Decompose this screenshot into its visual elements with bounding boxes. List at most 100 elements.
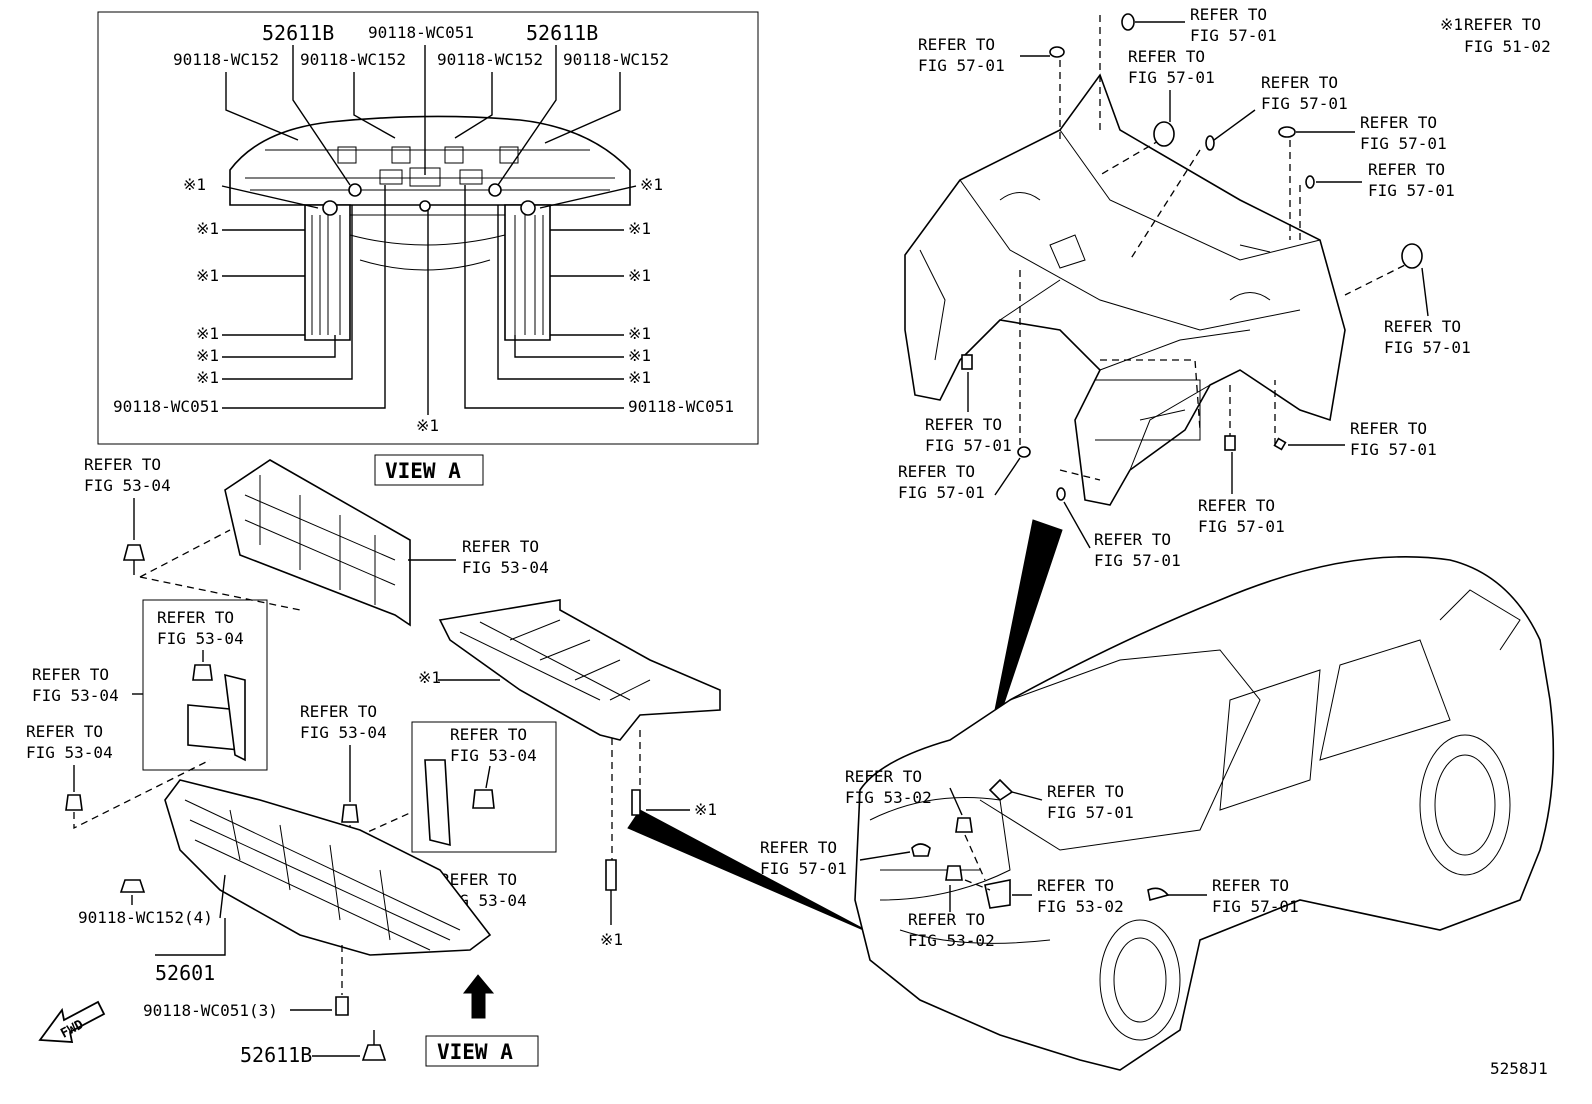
inset-label-52611b-right: 52611B <box>526 21 598 45</box>
svg-text:REFER TO: REFER TO <box>918 35 995 54</box>
bracket-inset-left <box>142 599 268 771</box>
svg-text:FIG 53-04: FIG 53-04 <box>84 476 171 495</box>
view-a-bottom-label: VIEW A <box>437 1040 513 1064</box>
svg-text:REFER TO: REFER TO <box>925 415 1002 434</box>
inset-mark-right-2: ※1 <box>628 219 651 238</box>
frame-outline <box>904 73 1346 506</box>
inset-label-wc051-right: 90118-WC051 <box>628 397 734 416</box>
inset-label-wc152-4: 90118-WC152 <box>563 50 669 69</box>
label-wc051-qty: 90118-WC051(3) <box>143 1001 278 1020</box>
svg-text:FIG 53-02: FIG 53-02 <box>1037 897 1124 916</box>
inset-mark-right-6: ※1 <box>628 368 651 387</box>
header-note-line1: REFER TO <box>1464 15 1541 34</box>
front-cover-52601 <box>164 779 492 956</box>
svg-text:REFER TO: REFER TO <box>26 722 103 741</box>
svg-text:REFER TO: REFER TO <box>32 665 109 684</box>
view-a-title-box <box>374 454 484 486</box>
radiator-seal-part <box>224 459 411 627</box>
svg-text:REFER TO: REFER TO <box>1350 419 1427 438</box>
inset-label-wc152-2: 90118-WC152 <box>300 50 406 69</box>
refer-label-8: REFER TO FIG 57-01 <box>1350 419 1437 459</box>
pointer-wedge-cover <box>627 809 876 936</box>
svg-text:FIG 53-02: FIG 53-02 <box>845 788 932 807</box>
inset-mark-left-3: ※1 <box>196 266 219 285</box>
inset-mark-left-5: ※1 <box>196 346 219 365</box>
svg-text:FIG 57-01: FIG 57-01 <box>925 436 1012 455</box>
radiator-seal <box>224 459 411 627</box>
vehicle-body <box>854 556 1555 1071</box>
inset-frame <box>97 11 759 445</box>
svg-text:FIG 57-01: FIG 57-01 <box>1094 551 1181 570</box>
label-52601: 52601 <box>155 961 215 985</box>
svg-text:FIG 57-01: FIG 57-01 <box>760 859 847 878</box>
view-a-bottom-box <box>425 1035 539 1067</box>
label-52611b-bottom: 52611B <box>240 1043 312 1067</box>
inset-mark-bottom: ※1 <box>416 416 439 435</box>
refer-label-6: REFER TO FIG 57-01 <box>1368 160 1455 200</box>
svg-text:REFER TO: REFER TO <box>1128 47 1205 66</box>
svg-text:REFER TO: REFER TO <box>1261 73 1338 92</box>
mark-bolt: ※1 <box>694 800 717 819</box>
mark-bolt-low: ※1 <box>600 930 623 949</box>
inset-mark-right-4: ※1 <box>628 324 651 343</box>
view-a-inset: 52611B 90118-WC051 52611B 90118-WC152 90… <box>97 11 759 445</box>
mark-undercover: ※1 <box>418 668 441 687</box>
inset-label-wc152-1: 90118-WC152 <box>173 50 279 69</box>
svg-text:REFER TO: REFER TO <box>898 462 975 481</box>
svg-text:REFER TO: REFER TO <box>845 767 922 786</box>
svg-text:FIG 57-01: FIG 57-01 <box>1368 181 1455 200</box>
svg-text:REFER TO: REFER TO <box>1198 496 1275 515</box>
refer-label-21: REFER TO FIG 53-02 <box>845 767 932 807</box>
header-note-line2: FIG 51-02 <box>1464 37 1551 56</box>
inset-mark-right-3: ※1 <box>628 266 651 285</box>
fwd-arrow: FWD <box>38 1000 106 1043</box>
inset-label-52611b-left: 52611B <box>262 21 334 45</box>
svg-text:FIG 57-01: FIG 57-01 <box>1261 94 1348 113</box>
svg-text:REFER TO: REFER TO <box>157 608 234 627</box>
svg-text:FIG 57-01: FIG 57-01 <box>1384 338 1471 357</box>
svg-text:FIG 57-01: FIG 57-01 <box>1350 440 1437 459</box>
inset-cover-top <box>229 115 631 206</box>
svg-text:REFER TO: REFER TO <box>1037 876 1114 895</box>
svg-text:REFER TO: REFER TO <box>1047 782 1124 801</box>
inset-mark-left-1: ※1 <box>183 175 206 194</box>
svg-text:FIG 53-04: FIG 53-04 <box>157 629 244 648</box>
svg-text:FIG 57-01: FIG 57-01 <box>1128 68 1215 87</box>
inset-mark-right-5: ※1 <box>628 346 651 365</box>
refer-label-4: REFER TO FIG 57-01 <box>1261 73 1348 113</box>
refer-label-9: REFER TO FIG 57-01 <box>925 415 1012 455</box>
refer-label-15: REFER TO FIG 53-04 <box>157 608 244 648</box>
svg-text:REFER TO: REFER TO <box>1094 530 1171 549</box>
inset-mark-left-4: ※1 <box>196 324 219 343</box>
svg-text:FIG 53-04: FIG 53-04 <box>450 746 537 765</box>
svg-text:REFER TO: REFER TO <box>1190 5 1267 24</box>
svg-text:FIG 53-02: FIG 53-02 <box>908 931 995 950</box>
inset-label-wc152-3: 90118-WC152 <box>437 50 543 69</box>
inset-label-wc051-left: 90118-WC051 <box>113 397 219 416</box>
svg-text:REFER TO: REFER TO <box>1368 160 1445 179</box>
svg-text:REFER TO: REFER TO <box>1212 876 1289 895</box>
inset-mark-left-6: ※1 <box>196 368 219 387</box>
svg-text:FIG 53-04: FIG 53-04 <box>462 558 549 577</box>
refer-label-3: REFER TO FIG 57-01 <box>1128 47 1215 87</box>
svg-text:FIG 53-04: FIG 53-04 <box>26 743 113 762</box>
inset-mark-right-1: ※1 <box>640 175 663 194</box>
refer-label-24: REFER TO FIG 53-02 <box>1037 876 1124 916</box>
svg-text:REFER TO: REFER TO <box>1360 113 1437 132</box>
engine-under-cover <box>438 599 721 741</box>
